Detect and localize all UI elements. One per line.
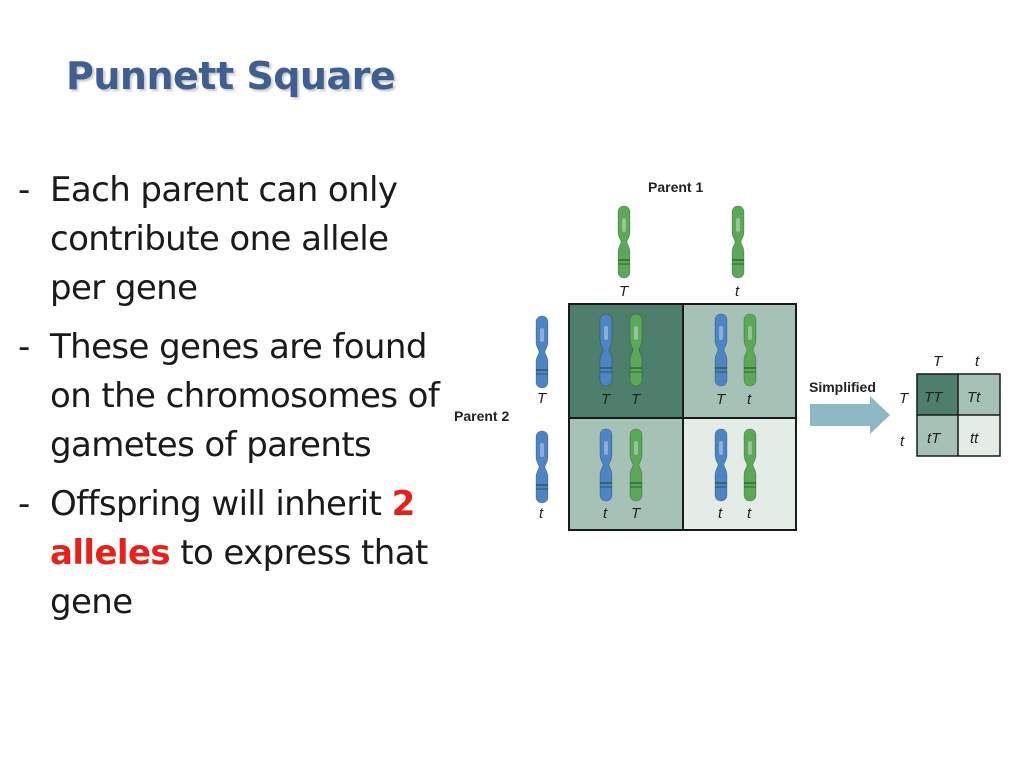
simplified-cell-value: Tt [967, 389, 981, 406]
bullet-item: -Offspring will inherit 2 alleles to exp… [18, 480, 448, 627]
simplified-row-header: T [899, 390, 910, 407]
cell-allele: T [631, 391, 642, 408]
highlight-text: 2 alleles [50, 484, 415, 573]
cell-allele: t [747, 505, 752, 522]
bullet-dash: - [18, 170, 30, 210]
bullet-item: -Each parent can only contribute one all… [18, 166, 448, 313]
bullet-dash: - [18, 484, 30, 524]
parent2-chromosome-t [535, 430, 549, 504]
simplified-row-header: t [900, 433, 905, 450]
bullet-text: These genes are found on the chromosomes… [50, 327, 440, 465]
bullet-dash: - [18, 327, 30, 367]
cell-tT [569, 418, 683, 530]
punnett-diagram: Parent 1 T t Parent 2 T t T T T t t T t … [454, 179, 1001, 531]
parent2-allele-t: t [539, 505, 544, 522]
parent2-label: Parent 2 [454, 408, 509, 424]
bullet-list: -Each parent can only contribute one all… [18, 166, 448, 637]
bullet-text-start: Offspring will inherit [50, 484, 382, 524]
cell-tt [683, 418, 796, 530]
parent1-allele-T: T [619, 283, 630, 300]
simplified-cell [958, 415, 1000, 456]
bullet-text: Each parent can only contribute one alle… [50, 170, 398, 308]
parent1-label: Parent 1 [648, 179, 703, 195]
simplified-col-header: t [975, 353, 980, 370]
parent2-allele-T: T [537, 390, 548, 407]
simplified-cell [917, 415, 958, 456]
parent2-chromosome-T [535, 315, 549, 389]
cell-allele: T [631, 505, 642, 522]
simplified-cell [917, 374, 958, 415]
page-title: Punnett Square [66, 54, 396, 98]
cell-Tt [683, 304, 796, 418]
simplified-cell-value: tt [970, 430, 979, 447]
parent1-allele-t: t [735, 283, 740, 300]
cell-allele: T [601, 391, 612, 408]
simplified-cell-value: TT [924, 389, 944, 406]
bullet-item: -These genes are found on the chromosome… [18, 323, 448, 470]
simplified-cell-value: tT [927, 430, 942, 447]
cell-allele: T [716, 391, 727, 408]
cell-TT [569, 304, 683, 418]
arrow-icon [810, 396, 890, 434]
cell-allele: t [747, 391, 752, 408]
parent1-chromosome-T [617, 205, 631, 279]
simplified-col-header: T [933, 353, 944, 370]
bullet-text-end: to express that gene [50, 533, 428, 622]
parent1-chromosome-t [731, 205, 745, 279]
cell-allele: t [603, 505, 608, 522]
simplified-label: Simplified [809, 379, 876, 395]
cell-allele: t [718, 505, 723, 522]
simplified-cell [958, 374, 1000, 415]
